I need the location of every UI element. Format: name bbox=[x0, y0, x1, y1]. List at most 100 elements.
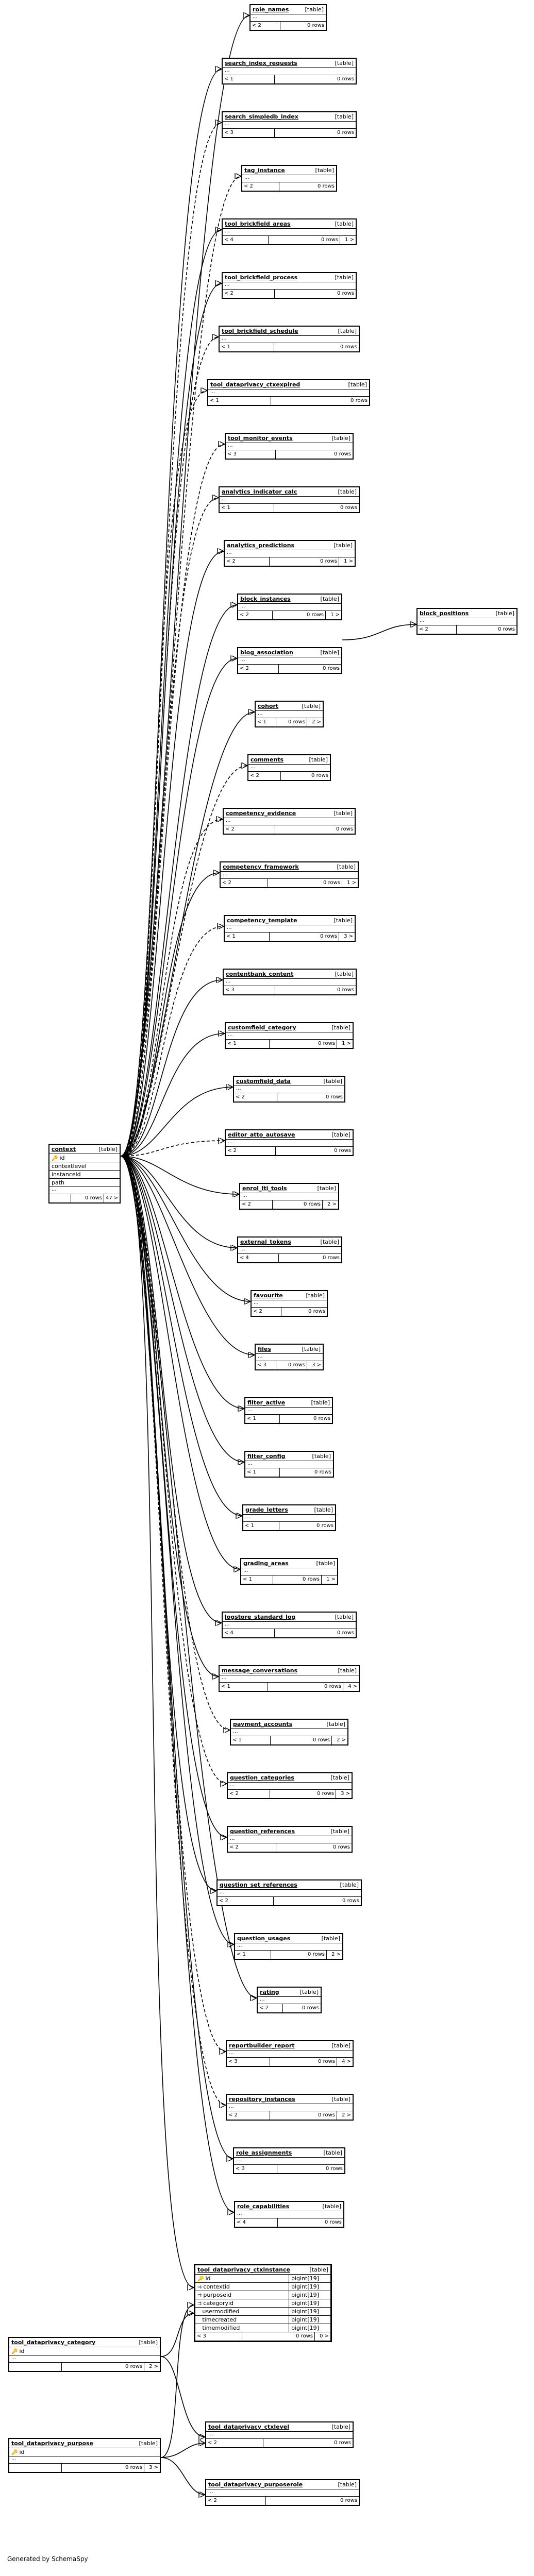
table-header[interactable]: block_positions[table] bbox=[418, 609, 516, 618]
table-header[interactable]: competency_evidence[table] bbox=[224, 809, 355, 818]
table-header[interactable]: filter_config[table] bbox=[245, 1452, 333, 1461]
parents-count[interactable]: < 3 bbox=[227, 2058, 270, 2066]
parents-count[interactable]: < 2 bbox=[228, 1843, 277, 1852]
parents-count[interactable]: < 1 bbox=[220, 1683, 268, 1691]
table-name-link[interactable]: enrol_lti_tools bbox=[242, 1185, 287, 1192]
table-header[interactable]: question_references[table] bbox=[228, 1827, 352, 1836]
table-name-link[interactable]: rating bbox=[260, 1989, 279, 1995]
table-name-link[interactable]: block_positions bbox=[420, 610, 469, 617]
parents-count[interactable]: < 2 bbox=[252, 1308, 282, 1316]
children-count[interactable]: 4 > bbox=[348, 1684, 357, 1689]
table-name-link[interactable]: blog_association bbox=[240, 649, 293, 656]
table-name-link[interactable]: tag_instance bbox=[244, 167, 285, 174]
table-header[interactable]: context[table] bbox=[49, 1145, 120, 1154]
table-header[interactable]: tool_dataprivacy_ctxinstance[table] bbox=[195, 2265, 330, 2275]
table-header[interactable]: customfield_category[table] bbox=[226, 1023, 353, 1032]
table-header[interactable]: tag_instance[table] bbox=[242, 166, 336, 175]
parents-count[interactable]: < 1 bbox=[235, 1951, 272, 1959]
table-header[interactable]: block_instances[table] bbox=[238, 595, 341, 604]
parents-count[interactable]: < 1 bbox=[208, 397, 271, 405]
children-count[interactable]: 1 > bbox=[342, 1041, 351, 1046]
table-name-link[interactable]: logstore_standard_log bbox=[225, 1614, 296, 1620]
table-header[interactable]: rating[table] bbox=[258, 1988, 321, 1997]
children-count[interactable]: 1 > bbox=[345, 237, 354, 243]
table-header[interactable]: favourite[table] bbox=[252, 1291, 327, 1300]
table-name-link[interactable]: external_tokens bbox=[240, 1239, 291, 1245]
table-header[interactable]: payment_accounts[table] bbox=[231, 1720, 347, 1729]
table-name-link[interactable]: filter_config bbox=[247, 1453, 286, 1460]
parents-count[interactable]: < 2 bbox=[227, 2111, 270, 2120]
children-count[interactable]: 1 > bbox=[330, 612, 340, 618]
table-name-link[interactable]: tool_dataprivacy_category bbox=[11, 2339, 96, 2346]
table-header[interactable]: search_simpledb_index[table] bbox=[223, 112, 356, 122]
table-name-link[interactable]: analytics_indicator_calc bbox=[222, 488, 297, 495]
table-name-link[interactable]: question_references bbox=[230, 1828, 295, 1835]
parents-count[interactable]: < 1 bbox=[243, 1522, 280, 1530]
parents-count[interactable]: < 2 bbox=[226, 1147, 276, 1155]
table-name-link[interactable]: tool_dataprivacy_purposerole bbox=[208, 2481, 303, 2488]
table-name-link[interactable]: customfield_category bbox=[228, 1024, 296, 1031]
parents-count[interactable]: < 2 bbox=[218, 1897, 274, 1905]
children-count[interactable]: 3 > bbox=[312, 1362, 321, 1368]
children-count[interactable]: 2 > bbox=[312, 719, 321, 725]
column-row[interactable]: 🔑id bbox=[9, 2448, 160, 2456]
children-count[interactable]: 47 > bbox=[106, 1195, 119, 1201]
column-row[interactable]: path bbox=[49, 1179, 120, 1187]
parents-count[interactable]: < 1 bbox=[241, 1575, 273, 1584]
parents-count[interactable]: < 1 bbox=[220, 343, 274, 351]
table-name-link[interactable]: context bbox=[52, 1146, 76, 1153]
table-name-link[interactable]: tool_brickfield_process bbox=[225, 274, 298, 281]
parents-count[interactable] bbox=[49, 1194, 72, 1202]
parents-count[interactable]: < 3 bbox=[224, 986, 276, 994]
table-name-link[interactable]: competency_framework bbox=[223, 863, 299, 870]
table-name-link[interactable]: cohort bbox=[258, 703, 279, 709]
table-header[interactable]: role_assignments[table] bbox=[234, 2148, 344, 2158]
table-header[interactable]: repository_instances[table] bbox=[227, 2095, 353, 2104]
table-name-link[interactable]: tool_brickfield_schedule bbox=[222, 328, 298, 334]
table-name-link[interactable]: favourite bbox=[254, 1292, 283, 1299]
table-name-link[interactable]: block_instances bbox=[240, 596, 291, 602]
table-tool-dataprivacy-category[interactable]: tool_dataprivacy_category[table]🔑id...0 … bbox=[8, 2337, 161, 2372]
parents-count[interactable]: < 1 bbox=[245, 1468, 280, 1477]
parents-count[interactable] bbox=[9, 2464, 62, 2472]
table-header[interactable]: blog_association[table] bbox=[238, 648, 341, 657]
table-name-link[interactable]: grading_areas bbox=[243, 1560, 289, 1567]
children-count[interactable]: 3 > bbox=[149, 2465, 158, 2470]
table-header[interactable]: tool_dataprivacy_purpose[table] bbox=[9, 2439, 160, 2448]
table-header[interactable]: question_set_references[table] bbox=[218, 1880, 361, 1890]
parents-count[interactable]: < 2 bbox=[251, 22, 281, 30]
table-name-link[interactable]: grade_letters bbox=[245, 1506, 288, 1513]
table-name-link[interactable]: filter_active bbox=[247, 1399, 286, 1406]
table-header[interactable]: tool_dataprivacy_category[table] bbox=[9, 2338, 160, 2347]
table-header[interactable]: reportbuilder_report[table] bbox=[227, 2041, 353, 2050]
children-count[interactable]: 1 > bbox=[326, 1577, 336, 1582]
table-header[interactable]: enrol_lti_tools[table] bbox=[240, 1184, 338, 1193]
table-name-link[interactable]: question_set_references bbox=[220, 1882, 297, 1888]
table-header[interactable]: tool_brickfield_process[table] bbox=[223, 273, 356, 282]
parents-count[interactable]: < 2 bbox=[240, 1200, 273, 1209]
